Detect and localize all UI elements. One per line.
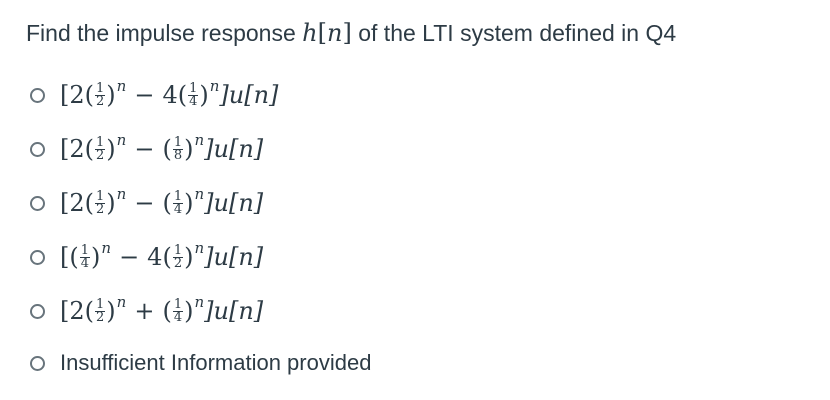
q-h: h: [302, 19, 318, 47]
exponent: n: [194, 185, 205, 203]
denominator: 2: [96, 201, 105, 217]
math-tail: ]u[n]: [204, 189, 264, 217]
denominator: 8: [173, 147, 183, 163]
math-tail: ]u[n]: [204, 297, 264, 325]
exponent: n: [194, 131, 205, 149]
denominator: 2: [96, 309, 105, 325]
q-lbracket: [: [317, 19, 327, 47]
math-tail: ]u[n]: [204, 135, 264, 163]
radio-button[interactable]: [30, 87, 45, 103]
numerator: 1: [95, 188, 106, 204]
math-lead: [2(: [60, 135, 94, 163]
question-math: h[n]: [302, 19, 352, 47]
math-close: ): [106, 189, 116, 217]
math-close: ): [184, 297, 194, 325]
numerator: 1: [172, 296, 184, 312]
exponent: n: [116, 131, 127, 149]
math-operator: −: [134, 135, 155, 163]
numerator: 1: [79, 242, 91, 258]
numerator: 1: [172, 134, 184, 150]
question-text: Find the impulse response h[n] of the LT…: [26, 18, 676, 48]
radio-button[interactable]: [30, 355, 45, 371]
denominator: 4: [173, 201, 183, 217]
numerator: 1: [95, 134, 106, 150]
q-n: n: [327, 19, 343, 47]
radio-button[interactable]: [30, 195, 45, 211]
math-mid: 4(: [162, 81, 188, 109]
q-rbracket: ]: [342, 19, 352, 47]
math-close: ): [106, 135, 116, 163]
math-mid: 4(: [147, 243, 172, 271]
radio-button[interactable]: [30, 303, 45, 319]
denominator: 4: [80, 255, 90, 271]
math-close: ): [199, 81, 209, 109]
math-tail: ]u[n]: [204, 243, 264, 271]
math-lead: [2(: [60, 297, 94, 325]
radio-button[interactable]: [30, 141, 45, 157]
exponent: n: [209, 77, 220, 95]
question-suffix: of the LTI system defined in Q4: [351, 20, 677, 46]
numerator: 1: [95, 296, 106, 312]
math-lead: [(: [60, 243, 79, 271]
math-close: ): [106, 81, 116, 109]
exponent: n: [194, 293, 205, 311]
math-close: ): [106, 297, 116, 325]
numerator: 1: [188, 80, 199, 96]
math-lead: [2(: [60, 81, 94, 109]
numerator: 1: [172, 242, 184, 258]
math-operator: −: [134, 81, 155, 109]
exponent: n: [194, 239, 205, 257]
denominator: 4: [189, 93, 198, 109]
exponent: n: [116, 77, 127, 95]
math-close: ): [184, 135, 194, 163]
denominator: 2: [173, 255, 183, 271]
denominator: 2: [96, 93, 105, 109]
answer-option-6[interactable]: Insufficient Information provided: [30, 338, 810, 388]
math-operator: −: [119, 243, 140, 271]
math-lead: [2(: [60, 189, 94, 217]
math-mid: (: [162, 135, 172, 163]
numerator: 1: [95, 80, 106, 96]
exponent: n: [116, 185, 127, 203]
math-close: ): [184, 189, 194, 217]
question-prefix: Find the impulse response: [26, 20, 303, 46]
denominator: 2: [96, 147, 105, 163]
denominator: 4: [173, 309, 183, 325]
math-tail: ]u[n]: [219, 81, 279, 109]
exponent: n: [101, 239, 112, 257]
numerator: 1: [172, 188, 184, 204]
exponent: n: [116, 293, 127, 311]
option-label: Insufficient Information provided: [60, 350, 372, 375]
math-mid: (: [162, 297, 172, 325]
math-mid: (: [162, 189, 172, 217]
math-operator: −: [134, 189, 155, 217]
math-close: ): [184, 243, 194, 271]
math-operator: +: [134, 297, 155, 325]
radio-button[interactable]: [30, 249, 45, 265]
math-close: ): [91, 243, 101, 271]
